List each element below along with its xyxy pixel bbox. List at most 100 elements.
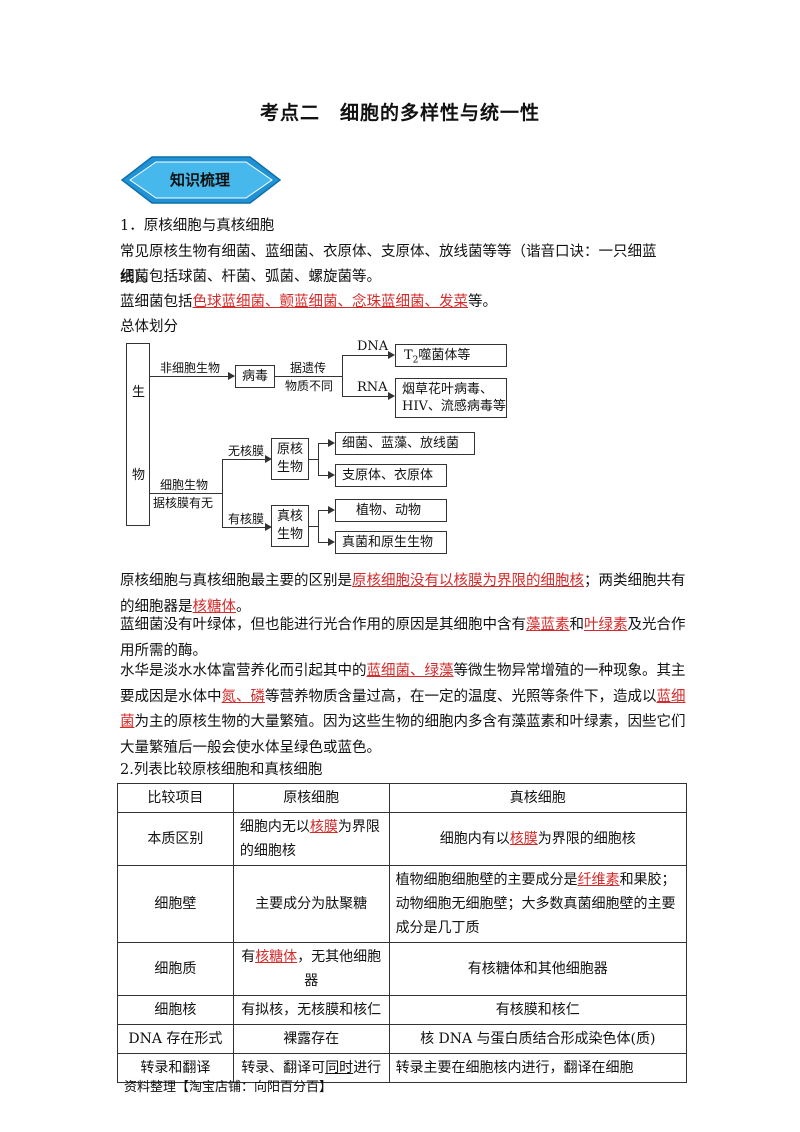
t2-subscript: 2 <box>412 355 419 366</box>
highlight-text: 藻蓝素 <box>526 617 570 633</box>
eukaryote-group2: 真菌和原生生物 <box>342 535 434 550</box>
has-nucleus-label: 有核膜 <box>228 512 265 526</box>
text-segment: 水华是淡水水体富营养化而引起其中的 <box>120 663 367 679</box>
cell-text: ，无其他细胞器 <box>297 949 382 989</box>
header-cell: 真核细胞 <box>388 783 688 813</box>
paragraph-bacteria: 细菌包括球菌、杆菌、弧菌、螺旋菌等。 <box>120 269 381 285</box>
row-item-cell: 转录和翻译 <box>117 1053 234 1083</box>
eukaryote-cell: 有核糖体和其他细胞器 <box>388 942 688 996</box>
prokaryote-group1-box: 细菌、蓝藻、放线菌 <box>335 432 475 455</box>
page-title: 考点二 细胞的多样性与统一性 <box>259 102 540 124</box>
prokaryote-cell: 裸露存在 <box>232 1024 390 1054</box>
text-segment: 原核细胞与真核细胞最主要的区别是 <box>120 573 352 589</box>
row-item-cell: 细胞壁 <box>117 865 234 943</box>
table-row: DNA 存在形式 裸露存在 核 DNA 与蛋白质结合形成染色体(质) <box>117 1024 688 1054</box>
t2-rest-label: 噬菌体等 <box>418 348 471 363</box>
basis-genetic-top: 据遗传 <box>290 361 327 375</box>
rna-virus-line2: HIV、流感病毒等 <box>402 399 506 414</box>
non-cell-label: 非细胞生物 <box>160 361 221 375</box>
prokaryote-line2: 生物 <box>276 460 303 475</box>
eukaryote-line2: 生物 <box>276 527 303 542</box>
table-row: 细胞核 有拟核，无核膜和核仁 有核膜和核仁 <box>117 995 688 1025</box>
prokaryote-cell: 有拟核，无核膜和核仁 <box>232 995 390 1025</box>
basis-genetic-bottom: 物质不同 <box>285 379 334 393</box>
text-segment: 蓝细菌包括 <box>120 294 193 310</box>
prokaryote-line1: 原核 <box>276 442 303 457</box>
virus-label: 病毒 <box>241 369 268 384</box>
table-row: 细胞壁 主要成分为肽聚糖 植物细胞细胞壁的主要成分是纤维素和果胶；动物细胞无细胞… <box>117 865 688 943</box>
rna-virus-line1: 烟草花叶病毒、 <box>402 382 494 397</box>
text-segment: 。 <box>236 598 251 615</box>
comparison-table: 比较项目 原核细胞 真核细胞 本质区别 细胞内无以核膜为界限的细胞核 细胞内有以… <box>117 783 688 1083</box>
prokaryote-cell: 细胞内无以核膜为界限的细胞核 <box>232 812 390 866</box>
prokaryote-cell: 转录、翻译可同时进行 <box>232 1053 390 1083</box>
paragraph-prokaryotes: 常见原核生物有细菌、蓝细菌、衣原体、支原体、放线菌等等（谐音口诀：一只细蓝线）。 <box>120 244 657 286</box>
row-item-cell: 细胞核 <box>117 995 234 1025</box>
cell-text: 有 <box>241 949 256 965</box>
header-cell: 比较项目 <box>117 783 234 813</box>
text-segment: 等营养物质含量过高，在一定的温度、光照等条件下，造成以 <box>265 688 657 705</box>
eukaryote-group2-box: 真菌和原生生物 <box>335 531 447 554</box>
table-row: 转录和翻译 转录、翻译可同时进行 转录主要在细胞核内进行，翻译在细胞 <box>117 1053 688 1083</box>
cell-org-label: 细胞生物 <box>160 478 209 492</box>
prokaryote-group1: 细菌、蓝藻、放线菌 <box>342 436 460 451</box>
cell-text: 转录、翻译可 <box>241 1060 326 1076</box>
t2-label: T <box>404 348 413 363</box>
rna-virus-box: 烟草花叶病毒、 HIV、流感病毒等 <box>395 378 507 418</box>
virus-box: 病毒 <box>235 365 275 388</box>
eukaryote-group1: 植物、动物 <box>356 503 422 518</box>
table-header-row: 比较项目 原核细胞 真核细胞 <box>117 783 688 813</box>
highlight-text: 核膜 <box>509 831 538 847</box>
root-label-bottom: 物 <box>132 468 146 483</box>
prokaryote-cell: 主要成分为肽聚糖 <box>232 865 390 943</box>
paragraph-cyanobacteria: 蓝细菌包括色球蓝细菌、颤蓝细菌、念珠蓝细菌、发菜等。 <box>120 290 690 316</box>
root-box <box>126 343 150 526</box>
highlight-text: 氮、磷 <box>221 688 266 705</box>
cell-text: 细胞内有以 <box>439 831 510 847</box>
eukaryote-cell: 转录主要在细胞核内进行，翻译在细胞 <box>388 1053 688 1083</box>
dna-virus-box: T2噬菌体等 <box>395 344 507 367</box>
cell-text: 植物细胞细胞壁的主要成分是 <box>395 872 578 888</box>
section-badge-shape <box>120 156 282 204</box>
table-row: 细胞质 有核糖体，无其他细胞器 有核糖体和其他细胞器 <box>117 942 688 996</box>
cell-text: 进行 <box>353 1060 382 1076</box>
text-segment: ；两类细胞共有的细胞器是 <box>120 573 686 615</box>
section1-heading: 1．原核细胞与真核细胞 <box>120 218 275 234</box>
paragraph-overview: 总体划分 <box>120 319 178 335</box>
text-segment: 等微生物异常增殖的一种现象。其主要成因是水体中 <box>120 663 686 705</box>
text-segment: 为主的原核生物的大量繁殖。因为这些生物的细胞内多含有藻蓝素和叶绿素，因些它们大量… <box>120 714 686 756</box>
rna-label: RNA <box>357 380 388 395</box>
eukaryote-cell: 细胞内有以核膜为界限的细胞核 <box>388 812 688 866</box>
highlight-text: 蓝细菌 <box>120 688 686 731</box>
eukaryote-group1-box: 植物、动物 <box>335 499 447 522</box>
cell-text: 为界限的细胞核 <box>239 819 380 859</box>
highlight-text: 核糖体 <box>255 949 298 965</box>
highlight-text: 叶绿素 <box>584 617 628 633</box>
highlight-text: 蓝细菌、绿藻 <box>366 663 454 679</box>
cell-text: 和果胶；动物细胞无细胞壁；大多数真菌细胞壁的主要成分是几丁质 <box>395 872 676 936</box>
eukaryote-box: 真核 生物 <box>271 505 309 547</box>
prokaryote-cell: 有核糖体，无其他细胞器 <box>232 942 390 996</box>
eukaryote-cell: 核 DNA 与蛋白质结合形成染色体(质) <box>388 1024 688 1054</box>
row-item-cell: 本质区别 <box>117 812 234 866</box>
prokaryote-group2-box: 支原体、衣原体 <box>335 464 447 487</box>
cell-text: 细胞内无以 <box>239 819 310 835</box>
page-footer: 资料整理【淘宝店铺：向阳百分百】 <box>124 1080 333 1095</box>
header-cell: 原核细胞 <box>232 783 390 813</box>
row-item-cell: DNA 存在形式 <box>117 1024 234 1054</box>
table-row: 本质区别 细胞内无以核膜为界限的细胞核 细胞内有以核膜为界限的细胞核 <box>117 812 688 866</box>
row-item-cell: 细胞质 <box>117 942 234 996</box>
highlight-text: 原核细胞没有以核膜为界限的细胞核 <box>352 573 584 589</box>
prokaryote-box: 原核 生物 <box>271 438 309 480</box>
text-segment: 蓝细菌没有叶绿体，但也能进行光合作用的原因是其细胞中含有 <box>120 617 526 633</box>
root-label-top: 生 <box>132 385 146 400</box>
highlight-text: 色球蓝细菌、颤蓝细菌、念珠蓝细菌、发菜 <box>192 294 469 310</box>
section-badge-label: 知识梳理 <box>169 171 230 189</box>
text-segment: 等。 <box>468 294 497 310</box>
eukaryote-cell: 植物细胞细胞壁的主要成分是纤维素和果胶；动物细胞无细胞壁；大多数真菌细胞壁的主要… <box>388 865 688 943</box>
paragraph-photosynthesis: 蓝细菌没有叶绿体，但也能进行光合作用的原因是其细胞中含有藻蓝素和叶绿素及光合作用… <box>120 613 690 664</box>
highlight-text: 纤维素 <box>577 872 620 888</box>
text-segment: 及光合作用所需的酶。 <box>120 617 686 659</box>
paragraph-main-difference: 原核细胞与真核细胞最主要的区别是原核细胞没有以核膜为界限的细胞核；两类细胞共有的… <box>120 569 690 620</box>
text-segment: 和 <box>569 617 585 633</box>
